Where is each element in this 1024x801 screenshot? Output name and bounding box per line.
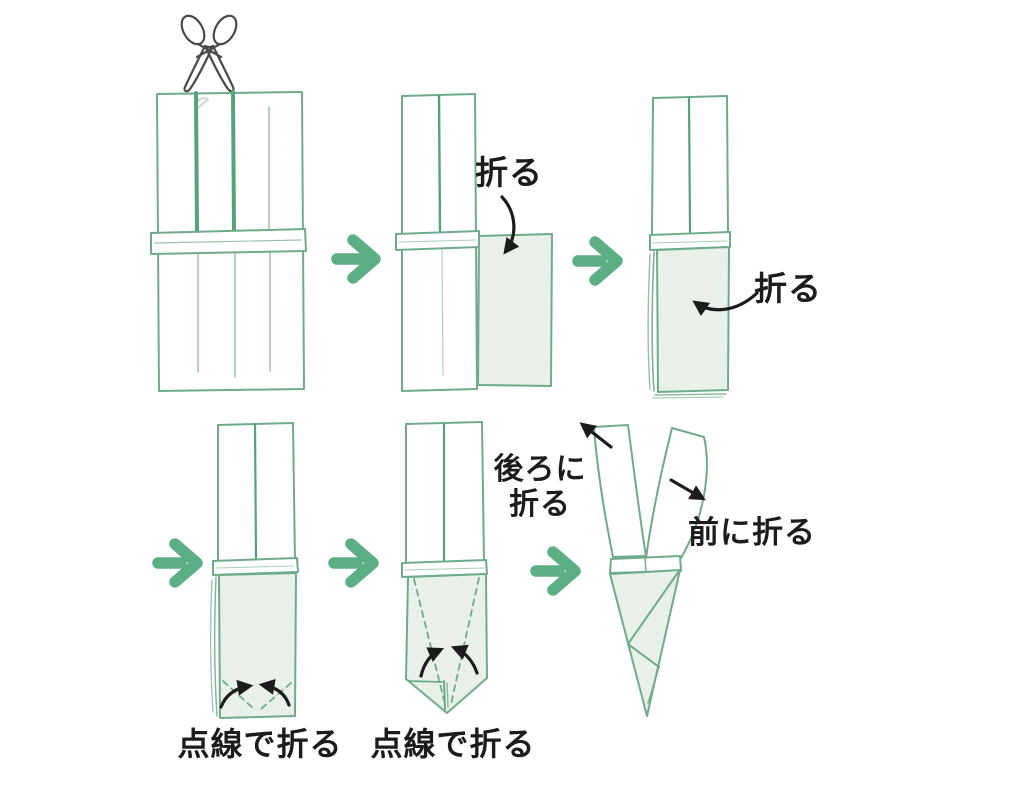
- fold-label-step2: 折る: [475, 153, 543, 192]
- fold-direction-arrow-icon: [419, 647, 445, 678]
- fold-dotted-line: [450, 577, 480, 705]
- bag-handle-line: [231, 90, 236, 233]
- dotted-fold-label-step5: 点線で折る: [370, 725, 536, 763]
- fold-direction-arrow-icon: [258, 679, 291, 707]
- fold-dotted-line: [222, 680, 255, 710]
- folded-flap: [477, 233, 553, 387]
- step1-bag-figure: [150, 90, 307, 392]
- step-arrow-icon: [152, 538, 203, 588]
- sketch-smudge: [196, 97, 210, 110]
- step-arrow-icon: [331, 234, 381, 284]
- fold-back-label: 後ろに 折る: [494, 452, 587, 522]
- step5-bag-figure: [401, 421, 488, 714]
- fold-direction-arrow-icon: [579, 422, 613, 449]
- folded-stack: [656, 246, 730, 393]
- left-strap: [593, 424, 647, 558]
- step2-bag-figure: [395, 93, 553, 392]
- fold-label-step3: 折る: [754, 269, 822, 308]
- dotted-fold-label-step4: 点線で折る: [177, 725, 343, 763]
- step3-bag-figure: [647, 95, 759, 399]
- pointed-body: [609, 569, 681, 717]
- fold-back-label-line1: 後ろに: [493, 452, 587, 487]
- fold-back-label-line2: 折る: [509, 487, 571, 522]
- pointed-body: [405, 573, 488, 714]
- fold-direction-arrow-icon: [450, 644, 479, 675]
- fold-direction-arrow-icon: [219, 679, 254, 709]
- fold-front-label: 前に折る: [688, 515, 816, 551]
- bag-handle-line: [194, 91, 199, 234]
- fold-dotted-line: [260, 682, 292, 710]
- step6-necktie-figure: [579, 422, 708, 717]
- step-arrow-icon: [530, 546, 581, 596]
- step4-bag-figure: [209, 422, 299, 719]
- fold-direction-arrow-icon: [669, 478, 706, 501]
- step-arrow-icon: [328, 538, 379, 588]
- step-arrow-icon: [572, 236, 623, 286]
- fold-dotted-line: [413, 578, 446, 705]
- fold-direction-arrow-icon: [500, 195, 520, 255]
- scissors-icon: [180, 14, 238, 93]
- fold-direction-arrow-icon: [692, 291, 759, 317]
